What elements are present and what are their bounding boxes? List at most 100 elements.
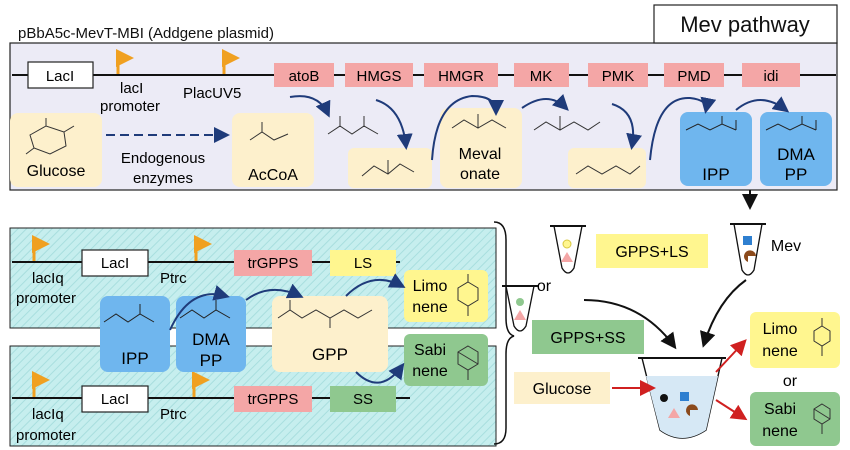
tube-mev-blue-square [743, 236, 752, 245]
tube-ss [505, 285, 535, 332]
hmgcoa-structure-icon [361, 160, 415, 177]
glucose-input-label: Glucose [533, 381, 592, 398]
arrow-hmgs [375, 99, 413, 150]
trgpps-label-1: trGPPS [248, 255, 299, 272]
gpps-ss-box [532, 320, 644, 354]
laci-promoter-arrow [116, 49, 134, 74]
gene-pmd-box [664, 63, 724, 87]
limonene-structure-icon-left [457, 274, 479, 316]
laciq-label-2a: lacIq [32, 406, 64, 423]
hmgcoa-box [348, 148, 432, 188]
laci-promoter-label-2: promoter [100, 98, 160, 115]
arrow-ipp-to-gpp [169, 285, 230, 331]
arrow-tube-to-main [583, 299, 677, 350]
arrow-tube-to-sabinene [715, 399, 748, 421]
arrow-tube-to-limonene [715, 339, 747, 373]
laciq-promoter-arrow-2 [32, 371, 50, 397]
dmapp-label-top-2: PP [785, 165, 808, 184]
gene-hmgs-box [345, 63, 413, 87]
mevalonate-structure-icon [451, 114, 507, 129]
mev-label: Mev [771, 238, 801, 255]
ipp-structure-icon-bottom [103, 304, 155, 323]
limonene-label-left-2: nene [412, 299, 448, 316]
limonene-label-left-1: Limo [413, 278, 448, 295]
gpps-ls-box [596, 234, 708, 268]
laciq-label-1a: lacIq [32, 270, 64, 287]
glucose-structure-icon [25, 118, 75, 155]
arrow-pmd [649, 96, 717, 161]
enzymes-label-2: enzymes [133, 170, 193, 187]
placuv5-label: PlacUV5 [183, 85, 241, 102]
dmapp-label-bottom-1: DMA [192, 330, 230, 349]
limonene-box-right [750, 312, 840, 368]
glucose-box [10, 113, 102, 187]
pathway-title: Mev pathway [680, 12, 810, 37]
tube-ls [553, 225, 583, 274]
arrow-mev-to-main [700, 279, 747, 348]
ipp-structure-icon-top [685, 116, 737, 131]
bottom-reaction-arrows [169, 273, 406, 384]
placuv5-promoter-arrow [222, 49, 240, 74]
sabinene-label-left-2: nene [412, 363, 448, 380]
right-panel: GPPS+LS or GPPS+SS Mev Glucose [502, 190, 840, 446]
gpps-ls-label: GPPS+LS [615, 244, 688, 261]
accoa-label: AcCoA [248, 167, 298, 184]
limonene-label-right-2: nene [762, 343, 798, 360]
ls-box [330, 250, 396, 276]
laci-gene-label: LacI [46, 68, 74, 85]
laci-label-1: LacI [101, 255, 129, 272]
trgpps-box-1 [234, 250, 312, 276]
arrow-atob [289, 95, 331, 118]
top-reaction-arrows [289, 93, 790, 161]
acetoacetyl-coa-structure-icon [327, 116, 379, 135]
gene-pmd-label: PMD [677, 68, 711, 85]
ss-box [330, 386, 396, 412]
ptrc-label-1: Ptrc [160, 270, 187, 287]
laci-box-2 [81, 385, 149, 413]
ptrc-arrow-2 [192, 371, 210, 397]
arrow-mk [521, 93, 569, 111]
brace [493, 221, 515, 445]
sabinene-label-right-2: nene [762, 423, 798, 440]
mevalonate-pp-structure-icon [575, 165, 641, 175]
main-tube-black-dot [660, 394, 668, 402]
arrow-gpp-to-limonene [345, 273, 406, 297]
bottom-left-panel: lacIq promoter LacI Ptrc trGPPS LS lacIq… [9, 221, 515, 447]
main-tube-pink-triangle [668, 408, 680, 418]
mevalonate-pp-box [568, 148, 646, 188]
main-tube-liquid [646, 376, 718, 438]
ipp-label-top: IPP [702, 165, 729, 184]
gpp-label: GPP [312, 345, 348, 364]
arrow-dmapp-to-gpp [245, 283, 304, 301]
title-box [653, 4, 838, 44]
ipp-label-bottom: IPP [121, 349, 148, 368]
sabinene-label-left-1: Sabi [414, 342, 446, 359]
gene-atob: atoB [274, 63, 334, 87]
tube-ls-pink-triangle [561, 252, 573, 262]
gene-hmgs: HMGS [345, 63, 413, 87]
arrow-hmgr [431, 94, 504, 161]
arrow-pmk [611, 103, 642, 150]
gene-idi-label: idi [763, 68, 778, 85]
limonene-label-right-1: Limo [763, 321, 798, 338]
gpp-box [272, 296, 388, 372]
dmapp-structure-icon-bottom [179, 300, 231, 319]
gene-pmk-label: PMK [602, 68, 635, 85]
gpp-structure-icon [277, 300, 373, 328]
mevalonate-phosphate-structure-icon [533, 116, 601, 131]
laci-gene-box [27, 61, 94, 89]
or-label-right: or [783, 373, 798, 390]
arrow-gpp-to-sabinene [355, 362, 405, 384]
plasmid-label: pBbA5c-MevT-MBI (Addgene plasmid) [18, 25, 274, 42]
enzymes-label-1: Endogenous [121, 150, 205, 167]
gene-hmgr-label: HMGR [438, 68, 484, 85]
gene-hmgs-label: HMGS [357, 68, 402, 85]
dmapp-box-bottom [176, 296, 246, 372]
dmapp-structure-icon-top [765, 116, 817, 131]
glucose-label: Glucose [27, 163, 86, 180]
ss-label: SS [353, 391, 373, 408]
tube-mev-brown-shape [744, 250, 756, 262]
gene-mk-label: MK [530, 68, 553, 85]
trgpps-label-2: trGPPS [248, 391, 299, 408]
ptrc-arrow-1 [194, 235, 212, 261]
